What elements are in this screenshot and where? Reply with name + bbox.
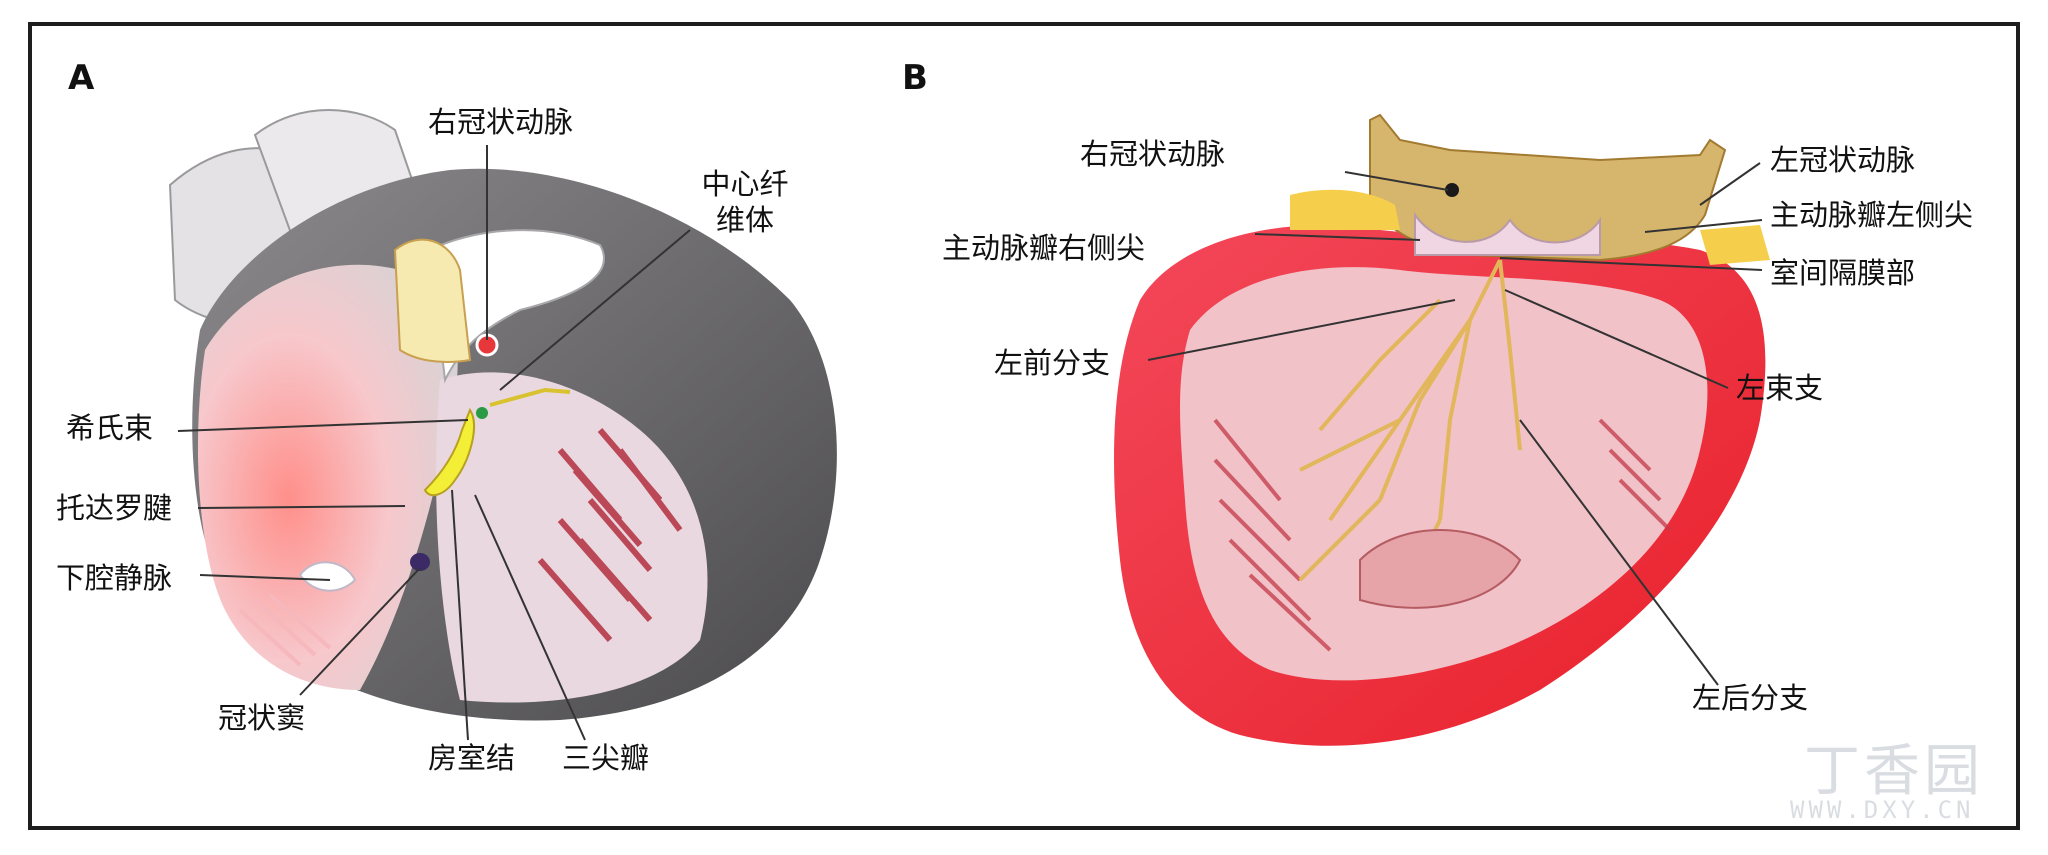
label-central-fibrous-body-line1: 中心纤 <box>701 167 789 201</box>
watermark-url: WWW.DXY.CN <box>1790 796 1975 824</box>
label-membranous-septum: 室间隔膜部 <box>1770 256 1916 290</box>
panel-b-letter: B <box>902 58 928 98</box>
panel-a-leader-lines <box>177 145 691 741</box>
label-right-aortic-cusp: 主动脉瓣右侧尖 <box>942 231 1146 265</box>
label-his-bundle: 希氏束 <box>66 411 154 445</box>
label-tricuspid-valve: 三尖瓣 <box>562 741 650 775</box>
label-central-fibrous-body-line2: 维体 <box>715 203 774 238</box>
label-central-fibrous-body: 中心纤 维体 <box>690 166 800 239</box>
panel-b-heart <box>1114 113 1770 746</box>
label-right-coronary-artery-b: 右冠状动脉 <box>1080 137 1226 171</box>
label-left-coronary-artery: 左冠状动脉 <box>1770 143 1916 177</box>
label-inferior-vena-cava: 下腔静脉 <box>56 561 173 595</box>
panel-a-letter: A <box>68 58 95 98</box>
label-left-anterior-fascicle: 左前分支 <box>994 346 1111 380</box>
panel-b-leader-lines <box>1147 162 1763 686</box>
label-left-bundle-branch: 左束支 <box>1736 371 1824 405</box>
label-left-posterior-fascicle: 左后分支 <box>1692 681 1809 715</box>
watermark-logo-text: 丁香园 <box>1804 739 1984 804</box>
panel-a-heart <box>168 109 837 721</box>
label-tendon-of-todaro: 托达罗腱 <box>56 491 173 525</box>
label-right-coronary-artery-a: 右冠状动脉 <box>428 105 574 139</box>
label-left-aortic-cusp: 主动脉瓣左侧尖 <box>1770 198 1974 232</box>
label-av-node: 房室结 <box>428 741 516 775</box>
label-coronary-sinus: 冠状窦 <box>218 701 306 735</box>
